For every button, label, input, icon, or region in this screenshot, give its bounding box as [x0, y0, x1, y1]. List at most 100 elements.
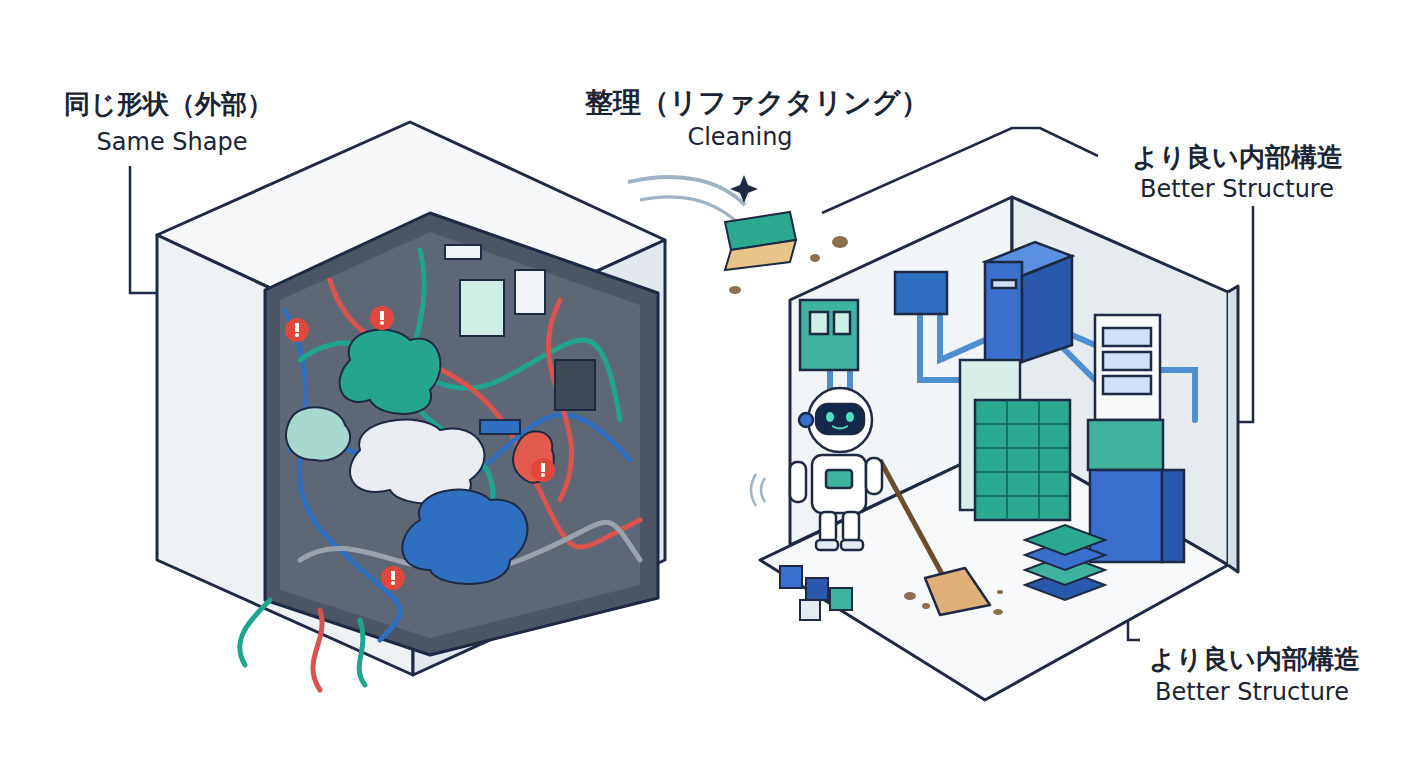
alert-icon — [370, 306, 394, 330]
alert-icon — [295, 333, 299, 337]
label-heading: より良い内部構造 — [1132, 143, 1343, 173]
mess-parts — [555, 360, 595, 410]
alert-icon — [370, 306, 394, 330]
mess-parts — [445, 245, 481, 259]
mess-parts — [460, 280, 504, 336]
alert-icon — [541, 463, 545, 472]
mess-blobs — [286, 407, 350, 460]
dust — [997, 590, 1003, 594]
robot — [761, 478, 765, 502]
server-block — [1103, 352, 1151, 370]
stacked-plates — [1025, 525, 1105, 555]
server-block — [992, 280, 1016, 288]
small-cubes — [806, 578, 828, 600]
alert-icon — [391, 571, 395, 580]
alert-icon — [380, 311, 384, 320]
grid-screen — [975, 400, 1070, 520]
alert-icon — [285, 306, 555, 590]
robot — [846, 412, 854, 422]
robot — [816, 540, 838, 550]
server-block — [1088, 420, 1163, 470]
dust — [904, 590, 1003, 615]
pipes — [1160, 370, 1195, 420]
grid-screen — [975, 447, 1070, 449]
grid-screen — [975, 400, 1070, 520]
server-block — [1022, 256, 1072, 362]
alert-icon — [531, 458, 555, 482]
server-block — [1162, 470, 1184, 562]
server-block — [1090, 470, 1162, 562]
cleaning-brush — [725, 240, 796, 270]
server-block — [1103, 376, 1151, 394]
cleaning-brush — [729, 286, 741, 294]
messy-box — [265, 213, 658, 655]
alert-icon — [380, 321, 384, 325]
cleaning-brush — [730, 175, 758, 203]
robot — [866, 458, 882, 494]
robot — [832, 426, 848, 429]
label-heading: 同じ形状（外部） — [64, 90, 273, 120]
label-heading: より良い内部構造 — [1149, 645, 1360, 675]
mess-blobs — [286, 330, 554, 584]
mess-blobs — [402, 490, 527, 584]
messy-box — [157, 122, 665, 675]
grid-screen — [975, 495, 1070, 497]
mess-parts — [480, 420, 520, 434]
label-heading: 整理（リファクタリング） — [585, 87, 929, 119]
mess-parts — [515, 270, 545, 314]
server-block — [800, 300, 858, 370]
cleaning-brush — [640, 197, 740, 225]
robot — [799, 413, 813, 427]
robot — [808, 388, 872, 452]
server-block — [1095, 315, 1160, 420]
mess-parts — [445, 245, 595, 434]
cleaning-brush — [832, 236, 848, 248]
robot — [751, 474, 756, 506]
grid-screen — [975, 400, 1070, 520]
server-block — [895, 272, 947, 314]
grid-screen — [1006, 400, 1008, 520]
small-cubes — [780, 566, 802, 588]
leader-line — [130, 166, 156, 293]
grid-screen — [975, 471, 1070, 473]
dust — [904, 592, 916, 600]
tidy-room — [760, 197, 1238, 700]
stacked-plates — [1025, 525, 1105, 600]
alert-icon — [531, 458, 555, 482]
label-subtitle: Cleaning — [687, 124, 792, 152]
small-cubes — [830, 588, 852, 610]
server-block — [810, 312, 828, 334]
robot — [826, 470, 852, 488]
grid-screen — [975, 423, 1070, 425]
robot — [816, 404, 864, 434]
robot — [841, 540, 863, 550]
dust — [922, 603, 930, 609]
tangled-wires — [240, 250, 640, 690]
label-subtitle: Better Structure — [1155, 679, 1349, 707]
server-block — [800, 242, 1184, 562]
grid-screen — [1038, 400, 1040, 520]
cleaning-brush — [628, 175, 848, 294]
cleaning-brush — [628, 177, 745, 205]
alert-icon — [285, 318, 309, 342]
pipes — [1060, 345, 1095, 380]
small-cubes — [800, 600, 820, 620]
mess-blobs — [340, 330, 441, 414]
robot — [925, 568, 990, 615]
dust — [993, 609, 1003, 615]
alert-icon — [391, 581, 395, 585]
alert-icon — [285, 318, 309, 342]
tangled-wires — [240, 600, 270, 665]
robot — [812, 455, 866, 513]
robot — [826, 412, 834, 422]
server-block — [1103, 328, 1151, 346]
robot — [751, 388, 990, 615]
alert-icon — [295, 323, 299, 332]
tidy-room — [1228, 286, 1238, 572]
small-cubes — [780, 566, 852, 620]
robot — [843, 512, 859, 542]
messy-box — [280, 232, 640, 638]
pipes — [940, 315, 985, 360]
alert-icon — [541, 473, 545, 477]
